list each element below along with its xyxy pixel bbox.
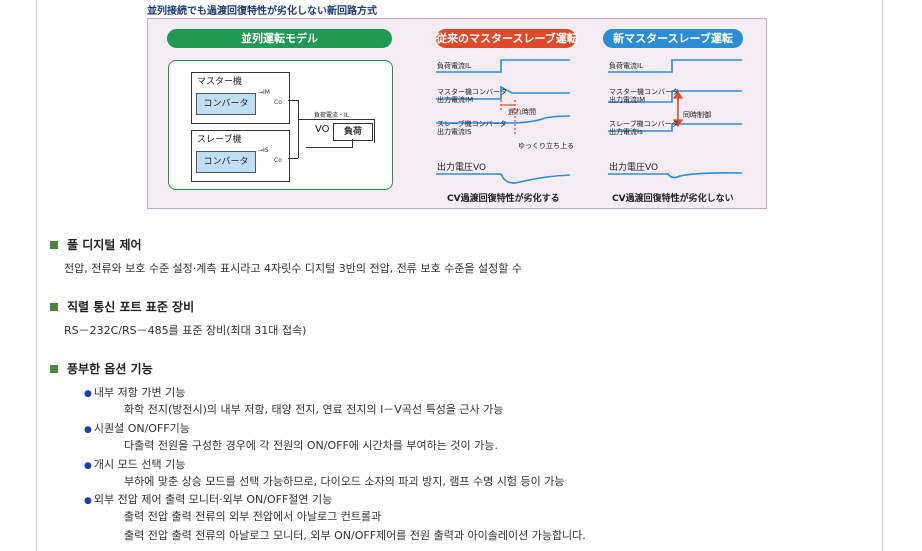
new-master-label-1: マスター機コンバータ [609, 88, 679, 96]
old-slave-label-2: 出力電流IS [437, 128, 472, 136]
option-item: ●내부 저항 가변 기능 [84, 386, 186, 399]
master-unit-label: マスター機 [197, 77, 243, 87]
square-bullet-icon [50, 365, 58, 373]
circuit-wire [298, 119, 374, 120]
option-description: 부하에 맞춘 상승 모드를 선택 가능하므로, 다이오드 소자의 파괴 방지, … [124, 475, 565, 488]
new-method-caption: CV過渡回復特性が劣化しない [612, 194, 734, 204]
master-converter: コンバータ [196, 93, 256, 115]
dot-bullet-icon: ● [84, 389, 92, 399]
figure-caption: 並列接続でも過渡回復特性が劣化しない新回路方式 [147, 6, 377, 17]
dot-bullet-icon: ● [84, 496, 92, 506]
option-item: ●외부 전압 제어 출력 모니터·외부 ON/OFF절연 기능 [84, 493, 333, 506]
old-delay-note: 遅れ時間 [508, 108, 536, 116]
new-slave-label-1: スレーブ機コンバータ [609, 120, 679, 128]
new-slave-label-2: 出力電流Is [609, 128, 643, 136]
section-body-digital-control: 전압, 전류와 보호 수준 설정·계측 표시라고 4자릿수 디지털 3반의 전압… [64, 262, 522, 275]
load-box: 負荷 [333, 123, 373, 141]
old-method-caption: CV過渡回復特性が劣化する [447, 194, 560, 204]
old-slow-rise-note: ゆっくり立ち上る [518, 142, 574, 150]
option-description: 다출력 전원을 구성한 경우에 각 전원의 ON/OFF에 시간차를 부여하는 … [124, 439, 498, 452]
slave-current-label: →IS [258, 147, 269, 154]
option-description: 출력 전압 출력 전류의 외부 전압에서 아날로그 컨트롤과 [124, 510, 382, 523]
section-heading-options: 풍부한 옵션 기능 [50, 360, 153, 377]
new-sync-note: 同時制御 [683, 111, 711, 119]
section-heading-digital-control: 풀 디지털 제어 [50, 236, 142, 253]
model-title-pill: 並列運転モデル [167, 29, 392, 48]
old-method-title-pill: 従来のマスタースレーブ運転 [436, 29, 578, 48]
old-load-current-label: 負荷電流IL [437, 62, 471, 70]
slave-converter: コンバータ [196, 151, 256, 173]
dot-bullet-icon: ● [84, 425, 92, 435]
old-master-label-1: マスター機コンバータ [437, 88, 507, 96]
square-bullet-icon [50, 241, 58, 249]
slave-unit-label: スレーブ機 [197, 135, 242, 145]
new-master-label-2: 出力電流IM [609, 96, 646, 104]
master-capacitor-label: Co [274, 99, 282, 106]
circuit-wire [374, 119, 375, 143]
section-body-serial-port: RS－232C/RS－485를 표준 장비(최대 31대 접속) [64, 324, 307, 337]
load-current-label: 負荷電流・IL [314, 112, 350, 119]
new-voltage-label: 出力電圧VO [609, 163, 659, 173]
master-current-label: →IM [258, 89, 270, 96]
dot-bullet-icon: ● [84, 461, 92, 471]
content-frame-left-border [36, 0, 37, 551]
output-voltage-label: VO [315, 124, 330, 135]
circuit-wire [288, 158, 298, 159]
circuit-wire [288, 100, 298, 101]
square-bullet-icon [50, 303, 58, 311]
circuit-wire [306, 147, 353, 148]
old-voltage-label: 出力電圧VO [437, 163, 487, 173]
old-master-label-2: 出力電流IM [437, 96, 474, 104]
slave-capacitor-label: Co [274, 157, 282, 164]
option-item: ●개시 모드 선택 기능 [84, 458, 186, 471]
new-load-current-label: 負荷電流IL [609, 62, 643, 70]
section-heading-serial-port: 직렬 통신 포트 표준 장비 [50, 298, 194, 315]
circuit-wire [352, 139, 353, 147]
content-frame-right-border [882, 0, 883, 551]
option-item: ●시퀀셜 ON/OFF기능 [84, 422, 190, 435]
option-description: 출력 전압 출력 전류의 아날로그 모니터, 외부 ON/OFF제어를 전원 출… [124, 529, 586, 542]
circuit-wire [298, 100, 299, 158]
old-slave-label-1: スレーブ機コンバータ [437, 120, 507, 128]
new-method-title-pill: 新マスタースレーブ運転 [603, 29, 743, 48]
option-description: 화학 전지(방전시)의 내부 저항, 태양 전지, 연료 전지의 I－V곡선 특… [124, 403, 504, 416]
